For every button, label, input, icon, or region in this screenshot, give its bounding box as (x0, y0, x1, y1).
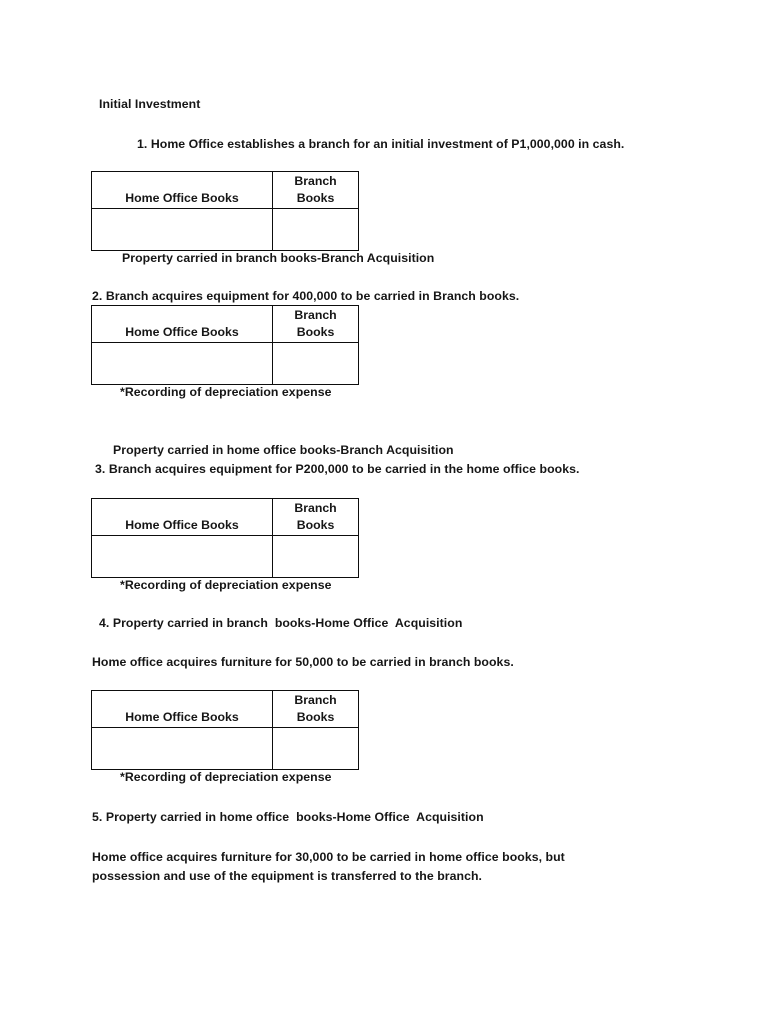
header-branch-books: Branch Books (272, 498, 359, 536)
header-branch-books-line2: Books (296, 191, 335, 205)
header-branch-books-line1: Branch (294, 693, 337, 707)
cell-home-office-entry[interactable] (91, 208, 273, 251)
header-home-office-books: Home Office Books (91, 498, 273, 536)
page-title: Initial Investment (99, 97, 201, 111)
table-header-row: Home Office Books Branch Books (91, 305, 359, 343)
header-branch-books-line2: Books (296, 710, 335, 724)
cell-branch-entry[interactable] (272, 727, 359, 770)
item-3-text: 3. Branch acquires equipment for P200,00… (95, 462, 580, 476)
item-5-text: Home office acquires furniture for 30,00… (92, 850, 569, 883)
books-table-4: Home Office Books Branch Books (91, 690, 359, 770)
header-branch-books-line1: Branch (294, 501, 337, 515)
header-branch-books: Branch Books (272, 690, 359, 728)
note-3: *Recording of depreciation expense (120, 578, 332, 592)
header-home-office-books: Home Office Books (91, 171, 273, 209)
cell-home-office-entry[interactable] (91, 727, 273, 770)
table-header-row: Home Office Books Branch Books (91, 498, 359, 536)
item-4-text: Home office acquires furniture for 50,00… (92, 655, 514, 669)
item-1-text: 1. Home Office establishes a branch for … (137, 137, 625, 151)
header-branch-books: Branch Books (272, 171, 359, 209)
books-table-1: Home Office Books Branch Books (91, 171, 359, 251)
header-branch-books-line2: Books (296, 325, 335, 339)
table-entry-row (91, 208, 359, 251)
caption-1: Property carried in branch books-Branch … (122, 251, 435, 265)
table-entry-row (91, 342, 359, 385)
header-home-office-books: Home Office Books (91, 690, 273, 728)
header-branch-books: Branch Books (272, 305, 359, 343)
note-2: *Recording of depreciation expense (120, 385, 332, 399)
cell-home-office-entry[interactable] (91, 535, 273, 578)
cell-home-office-entry[interactable] (91, 342, 273, 385)
books-table-2: Home Office Books Branch Books (91, 305, 359, 385)
cell-branch-entry[interactable] (272, 208, 359, 251)
caption-2: Property carried in home office books-Br… (113, 443, 454, 457)
note-4: *Recording of depreciation expense (120, 770, 332, 784)
cell-branch-entry[interactable] (272, 535, 359, 578)
header-branch-books-line2: Books (296, 518, 335, 532)
header-branch-books-line1: Branch (294, 174, 337, 188)
books-table-3: Home Office Books Branch Books (91, 498, 359, 578)
table-entry-row (91, 535, 359, 578)
header-home-office-books: Home Office Books (91, 305, 273, 343)
table-entry-row (91, 727, 359, 770)
heading-5: 5. Property carried in home office books… (92, 810, 484, 824)
cell-branch-entry[interactable] (272, 342, 359, 385)
table-header-row: Home Office Books Branch Books (91, 171, 359, 209)
table-header-row: Home Office Books Branch Books (91, 690, 359, 728)
item-2-text: 2. Branch acquires equipment for 400,000… (92, 289, 520, 303)
heading-4: 4. Property carried in branch books-Home… (99, 616, 463, 630)
header-branch-books-line1: Branch (294, 308, 337, 322)
